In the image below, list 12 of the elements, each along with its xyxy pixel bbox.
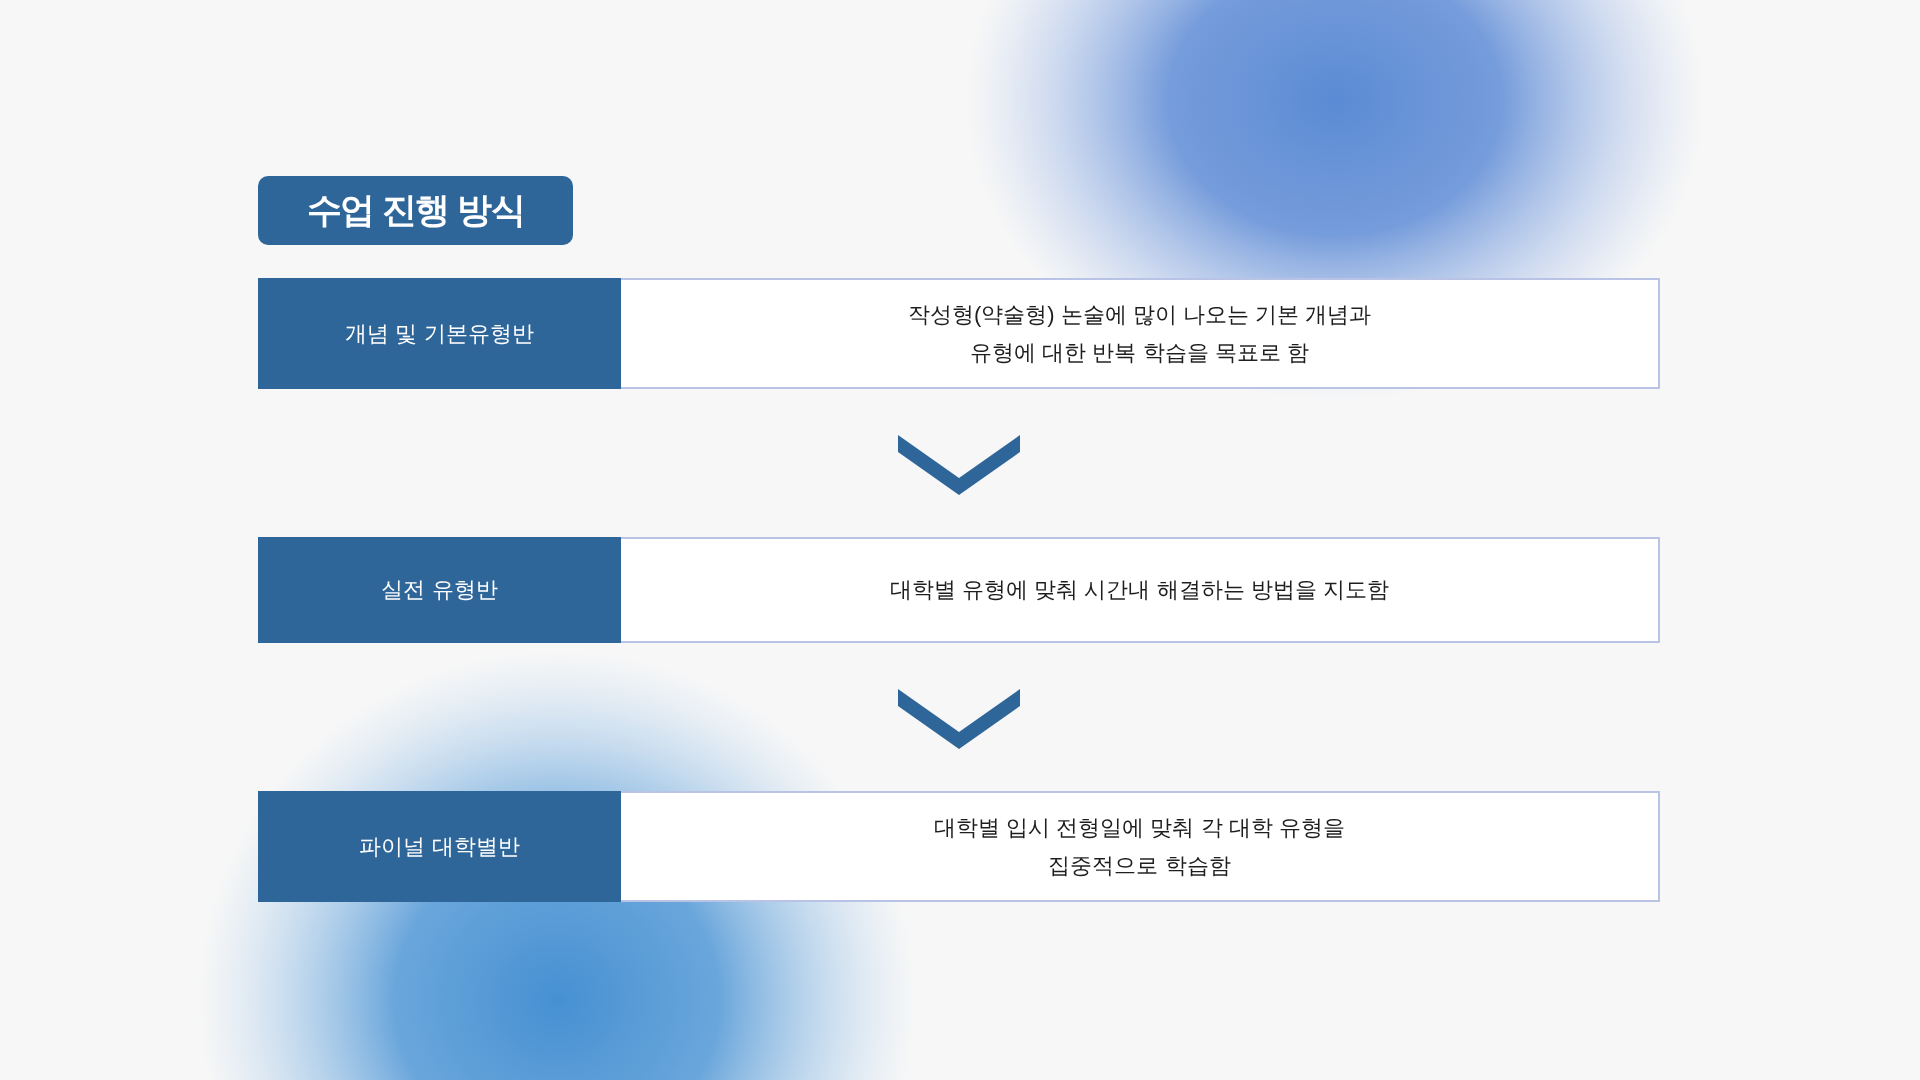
- step-description: 대학별 입시 전형일에 맞춰 각 대학 유형을 집중적으로 학습함: [933, 813, 1346, 880]
- step-heading: 파이널 대학별반: [258, 791, 621, 902]
- step-row: [258, 791, 1660, 902]
- step-description: 대학별 유형에 맞춰 시간내 해결하는 방법을 지도함: [890, 576, 1389, 604]
- step-heading: 실전 유형반: [258, 537, 621, 643]
- step-row: [258, 278, 1660, 389]
- step-row: [258, 537, 1660, 643]
- step-description: 작성형(약술형) 논술에 많이 나오는 기본 개념과 유형에 대한 반복 학습을 목표로 함: [906, 300, 1373, 367]
- step-heading: 개념 및 기본유형반: [258, 278, 621, 389]
- chevron-arrow: [898, 435, 1020, 495]
- chevron-arrow: [898, 689, 1020, 749]
- title-banner: 수업 진행 방식: [258, 176, 573, 245]
